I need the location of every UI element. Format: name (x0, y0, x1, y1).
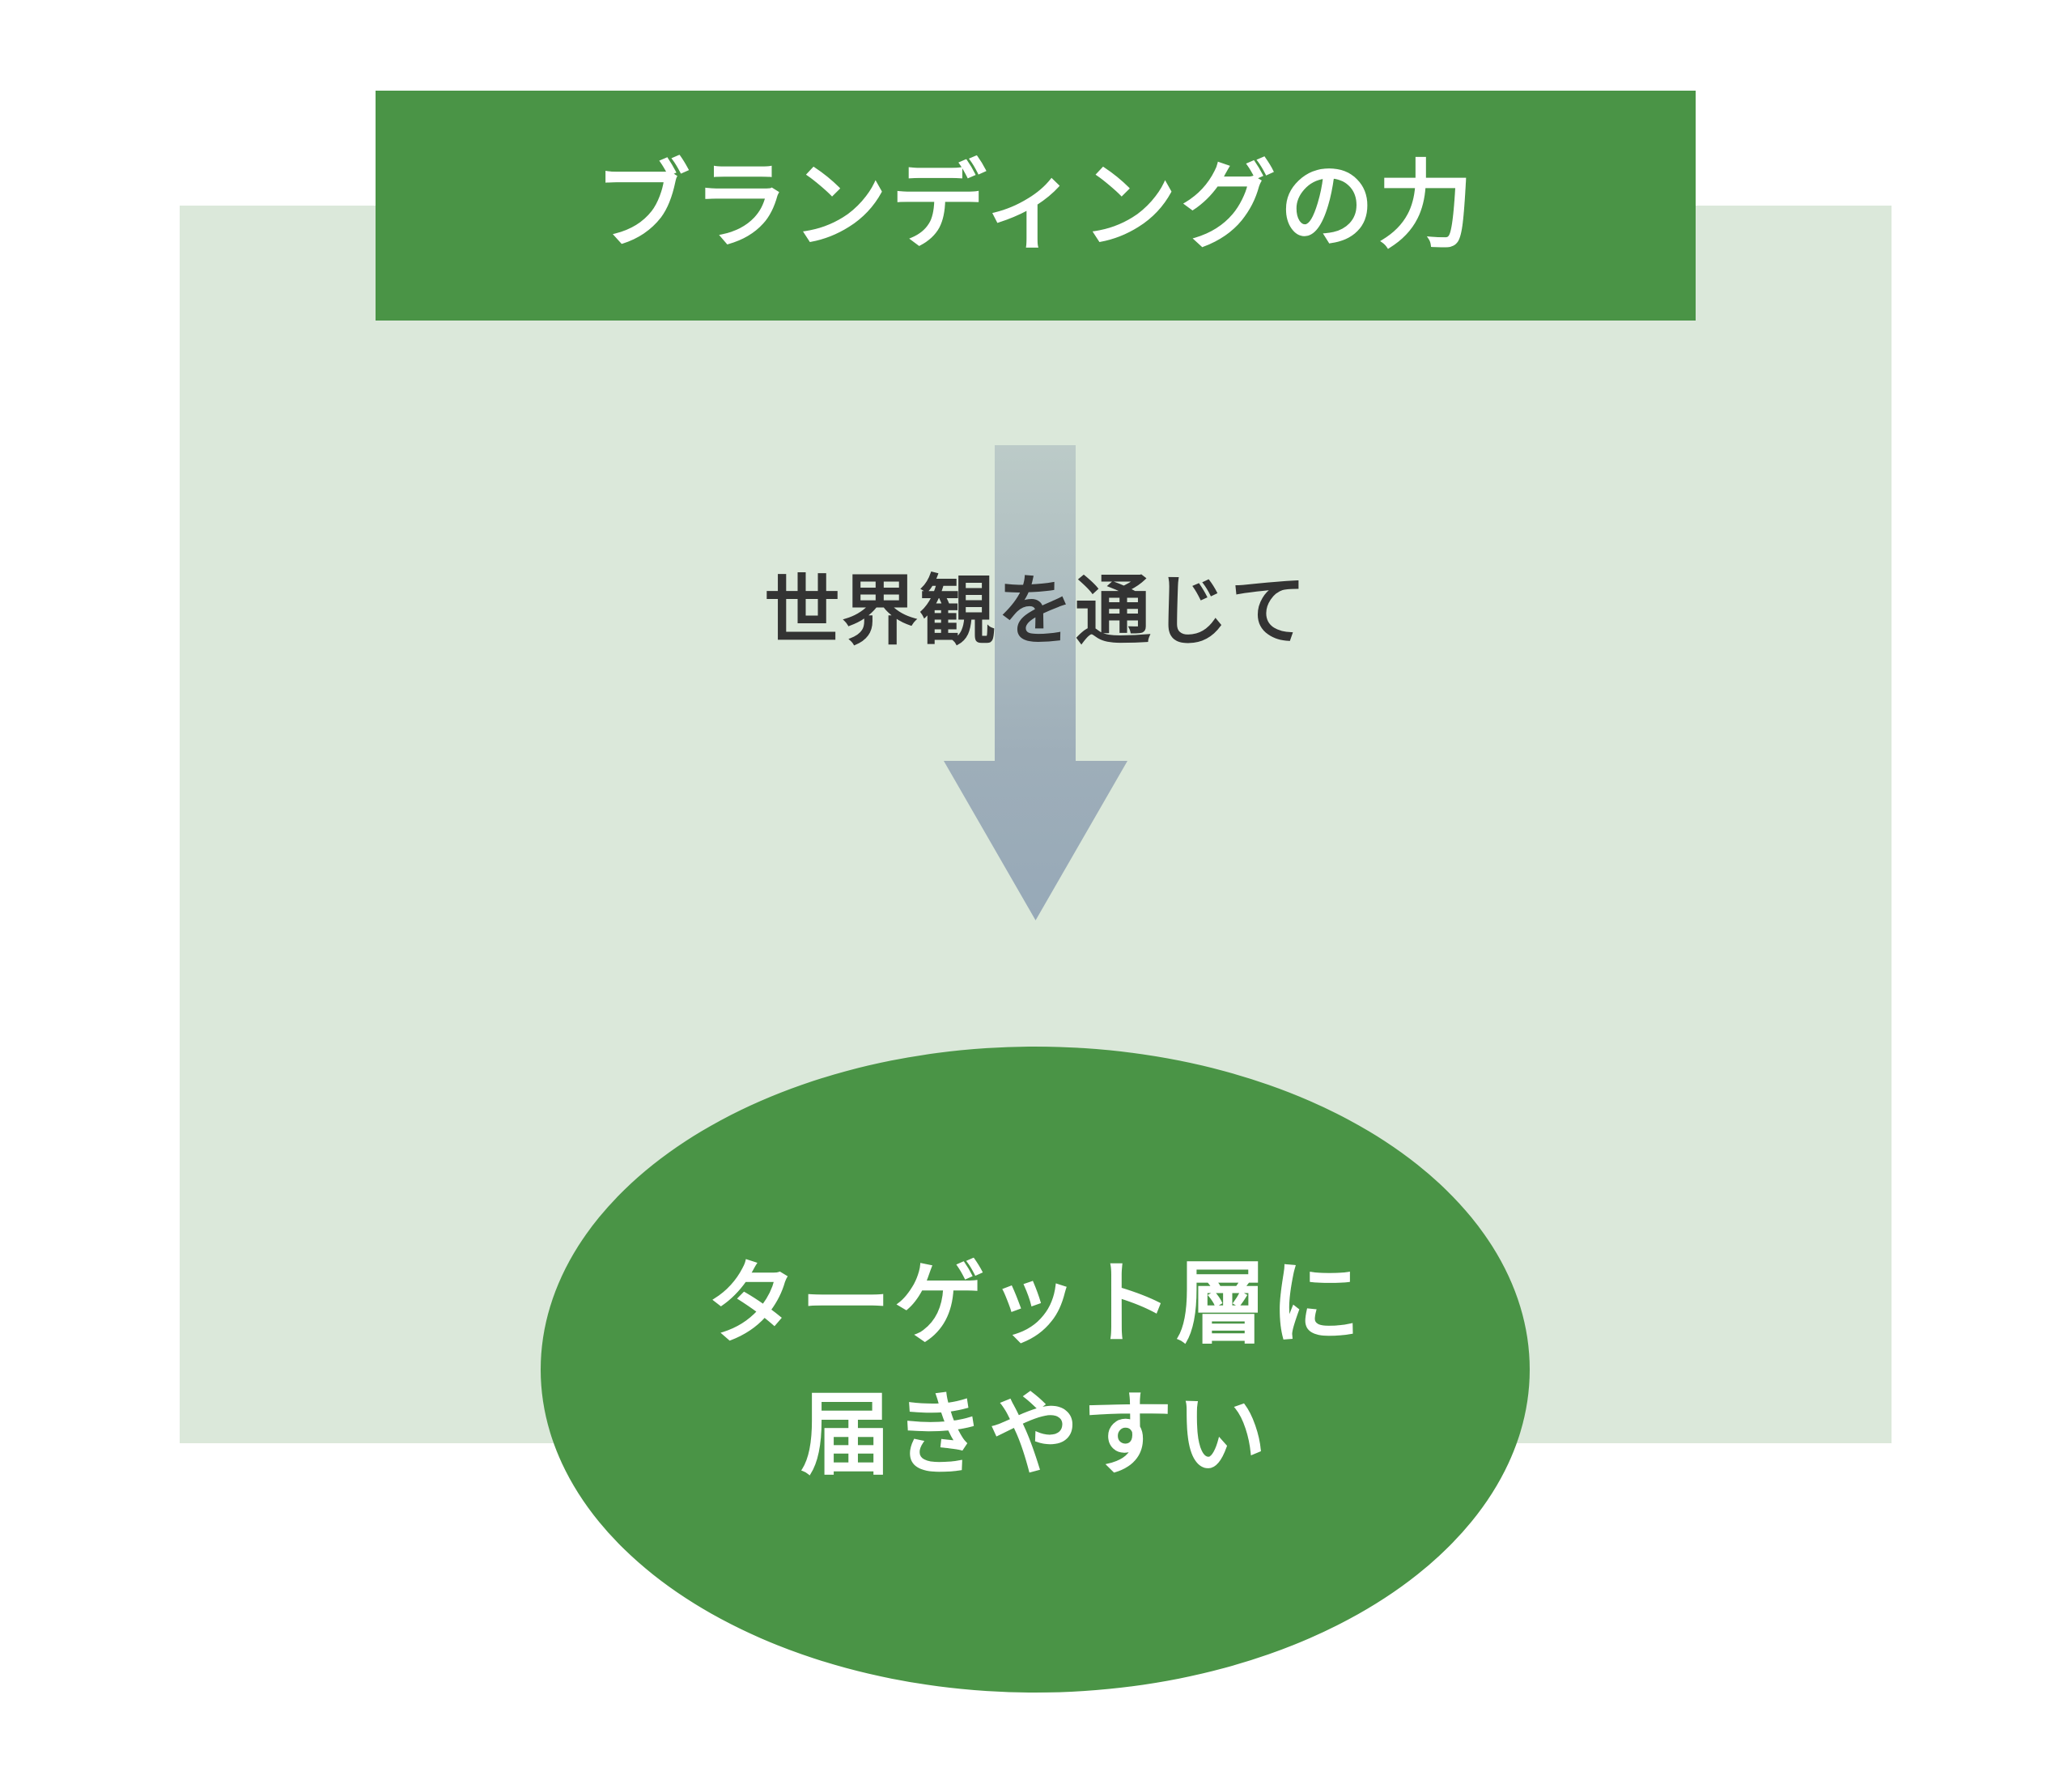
result-text: ターゲット層に 届きやすい (707, 1238, 1364, 1502)
result-ellipse: ターゲット層に 届きやすい (541, 1047, 1530, 1693)
arrow-label: 世界観を通じて (763, 567, 1308, 656)
diagram-title: ブランディングの力 (594, 150, 1477, 261)
title-banner: ブランディングの力 (376, 91, 1696, 321)
result-line-1: ターゲット層に (707, 1251, 1364, 1357)
result-line-2: 届きやすい (800, 1383, 1270, 1488)
down-arrow-icon (944, 445, 1127, 920)
